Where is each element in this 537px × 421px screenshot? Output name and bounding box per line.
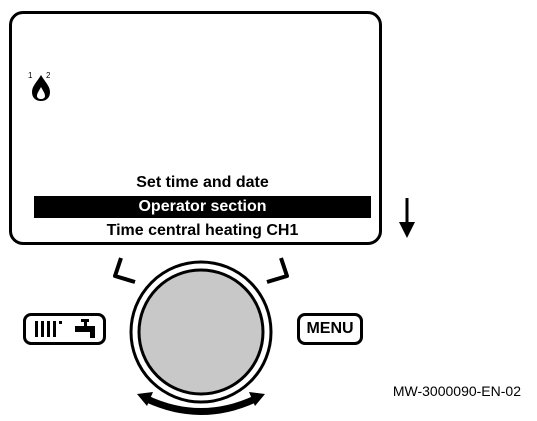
- menu-button[interactable]: MENU: [297, 313, 363, 345]
- burner-flame-icon: 1 2: [28, 71, 51, 101]
- tap-icon: [74, 319, 95, 338]
- menu-item-time-central-heating: Time central heating CH1: [106, 222, 299, 239]
- rotary-dial-icon[interactable]: [113, 254, 289, 420]
- menu-item-operator-section-selected: Operator section: [34, 196, 371, 218]
- figure-reference: MW-3000090-EN-02: [392, 383, 521, 399]
- svg-text:2: 2: [46, 71, 51, 80]
- display-screen: 1 2 Set time and date Operator section T…: [9, 11, 382, 245]
- svg-text:1: 1: [28, 71, 33, 80]
- radiator-icon: [34, 321, 62, 337]
- menu-item-set-time-date: Set time and date: [136, 174, 269, 191]
- heating-hot-water-button[interactable]: [23, 313, 106, 345]
- arrow-down-icon: [399, 198, 415, 238]
